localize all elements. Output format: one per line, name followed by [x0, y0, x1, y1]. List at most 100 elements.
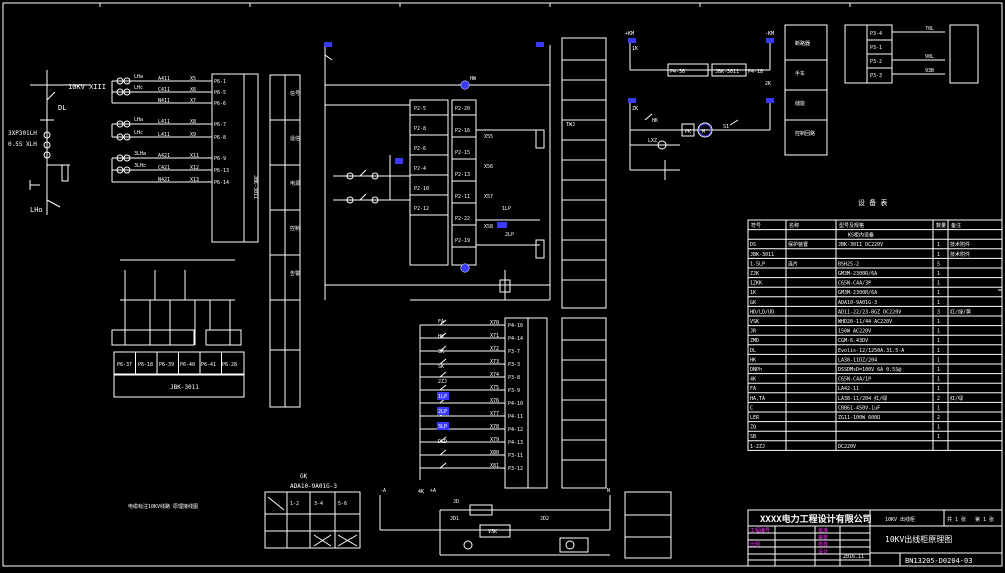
ct-wire: A411 — [158, 76, 170, 82]
signal-device-label: 3K — [438, 349, 444, 355]
ct-wire: A421 — [158, 153, 170, 159]
bom-symbol: VSK — [750, 319, 759, 325]
bom-header-cell: 备注 — [951, 222, 961, 229]
motor-circuit — [629, 24, 828, 180]
terminal-strip-left — [269, 74, 301, 408]
terminal-strip-label: 遥信 — [290, 135, 300, 142]
dc-label: +A — [430, 488, 436, 494]
ct-wire: L411 — [158, 119, 170, 125]
sheet-number: 第 1 张 — [975, 516, 994, 523]
bom-header-cell: 型号及规格 — [839, 222, 864, 229]
signal-device-label: SK — [438, 364, 444, 370]
middle-right-terminal: P2-22 — [455, 216, 470, 222]
ct-name: 3LHc — [134, 163, 146, 169]
title-block — [747, 509, 1003, 567]
bom-symbol: ZQ — [750, 425, 756, 431]
cabinet-right-label: 断路器 — [795, 40, 810, 47]
bom-symbol: HK — [750, 357, 756, 363]
bom-header-cell: 数量 — [936, 222, 946, 229]
left-feeder — [29, 70, 90, 215]
ct-wire: C421 — [158, 165, 170, 171]
terminal-strip-label: 电源 — [290, 180, 300, 187]
dc-label: VSK — [488, 529, 497, 535]
bom-qty: 3 — [937, 309, 940, 315]
bom-qty: 1 — [937, 386, 940, 392]
title-side-role: 比例 — [750, 541, 760, 548]
signal-device-label: DLD — [438, 439, 447, 445]
dc-label: JD — [453, 499, 459, 505]
far-right-wire: 93B — [925, 68, 934, 74]
top-right-label: LXZ — [648, 138, 657, 144]
signal-terminal: P3-12 — [508, 466, 523, 472]
top-right-label: JBK-3011 — [715, 69, 739, 75]
bom-header-cell: 符号 — [751, 222, 761, 229]
cabinet-right-label: 控制回路 — [795, 130, 815, 137]
bom-spec: DSSDMsD=100V 6A 0.5S@ — [838, 367, 901, 373]
device-terminal-left — [409, 99, 449, 266]
center-relay-label: HW — [470, 76, 477, 82]
signal-wire: X77 — [490, 411, 499, 417]
bottom-left-terminal: P6-37 — [117, 362, 132, 368]
bom-name: 保护装置 — [788, 241, 808, 248]
ct-name: LHc — [134, 130, 143, 136]
signal-terminal: P3-3 — [508, 362, 520, 368]
ct-wire: C411 — [158, 87, 170, 93]
signal-wire: X74 — [490, 372, 499, 378]
top-right-label: ZK — [632, 106, 638, 112]
far-right-terminals — [844, 24, 979, 84]
bom-qty: 1 — [937, 329, 940, 335]
dc-label: JD2 — [540, 516, 549, 522]
middle-left-terminal: P2-10 — [414, 186, 429, 192]
motor-label: M — [702, 129, 705, 135]
bottom-left-terminal: P6-39 — [159, 362, 174, 368]
bom-symbol: DNPh — [750, 367, 762, 373]
signal-terminal: P3-9 — [508, 388, 520, 394]
bom-qty: 1 — [937, 405, 940, 411]
ct-name: LHa — [134, 74, 143, 80]
bom-spec: GM3M-2300R/6A — [838, 290, 877, 296]
bom-symbol: C — [750, 405, 753, 411]
ct-terminal: P6-1 — [214, 79, 226, 85]
title-role: 审核 — [818, 534, 828, 541]
switch-table-col: 5-6 — [338, 501, 347, 507]
signal-wire: X78 — [490, 424, 499, 430]
signal-wire: X70 — [490, 320, 499, 326]
bom-qty: 1 — [937, 338, 940, 344]
note-text: 电缆标注10KV线路 原理接线图 — [128, 503, 198, 510]
center-wire-label: X56 — [484, 164, 493, 170]
signal-terminal: P4-13 — [508, 440, 523, 446]
bom-spec: 150W AC220V — [838, 329, 871, 335]
bom-symbol: DL — [750, 348, 756, 354]
middle-right-terminal: P2-15 — [455, 150, 470, 156]
bom-spec: GM3M-2300R/6A — [838, 271, 877, 277]
middle-right-terminal: P2-16 — [455, 128, 470, 134]
bom-header-cell: 名称 — [789, 222, 799, 229]
bom-qty: 1 — [937, 377, 940, 383]
center-relay-label: TWJ — [566, 122, 575, 128]
terminal-strip-center — [561, 37, 607, 489]
terminal-strip-label: 控制 — [290, 225, 300, 232]
bom-title: 设 备 表 — [858, 198, 887, 207]
drawing-title: 10KV出线柜原理图 — [885, 534, 952, 544]
signal-terminal: P4-16 — [508, 323, 523, 329]
middle-left-terminal: P2-6 — [414, 146, 426, 152]
top-right-label: P4-36 — [670, 69, 685, 75]
bom-spec: CGM-6.43DV — [838, 338, 868, 344]
top-right-label: 1K — [632, 46, 638, 52]
bom-section: KS柜内设备 — [848, 232, 874, 239]
bom-qty: 2 — [937, 396, 940, 402]
signal-wire: X76 — [490, 398, 499, 404]
bom-note: 技术附件 — [950, 241, 970, 248]
far-right-wire: 70L — [925, 26, 934, 32]
title-side-role: 工程编号 — [750, 527, 770, 534]
bom-symbol: ZJK — [750, 271, 759, 277]
dc-label: 4K — [418, 489, 424, 495]
bom-symbol: 1ZKK — [750, 281, 762, 287]
ct-terminal: P6-6 — [214, 101, 226, 107]
